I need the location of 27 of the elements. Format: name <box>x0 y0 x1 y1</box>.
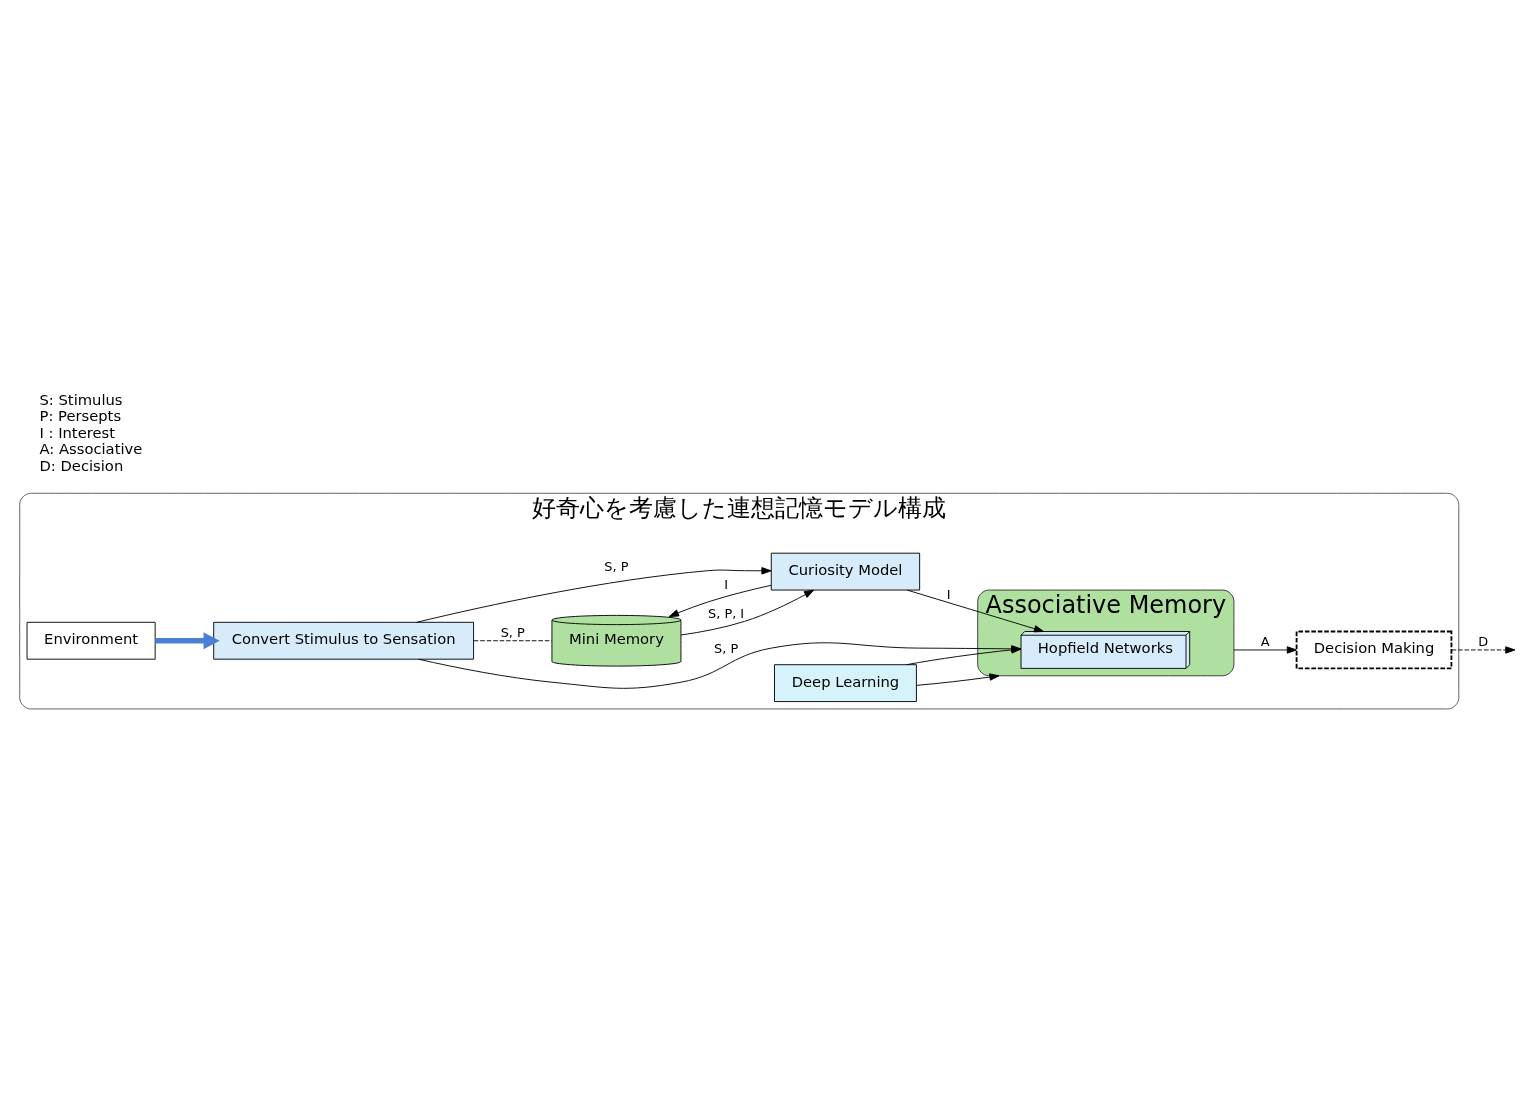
node-box: Decision Making <box>1295 630 1453 669</box>
label: S: Stimulus <box>39 390 123 408</box>
edge-label: S, P <box>604 558 629 574</box>
arrow <box>1451 645 1516 654</box>
edge-label: I <box>946 586 951 602</box>
arrow <box>916 672 1000 686</box>
node-box: Convert Stimulus to Sensation <box>213 621 475 660</box>
arrow <box>1233 645 1297 654</box>
label: D: Decision <box>39 456 124 474</box>
edge-label: S, P, I <box>708 605 745 621</box>
arrow <box>155 631 220 649</box>
arrow <box>906 589 1045 632</box>
arrow <box>680 589 815 635</box>
connector <box>473 639 553 641</box>
node-box: Curiosity Model <box>770 552 921 590</box>
arrow <box>416 566 772 623</box>
label: P: Persepts <box>39 406 122 424</box>
label: A: Associative <box>39 439 143 457</box>
node-box: Deep Learning <box>774 663 917 702</box>
node-box: Environment <box>26 621 156 660</box>
edge-label: D <box>1478 633 1489 649</box>
edge-label: I <box>724 576 729 592</box>
edge-label: S, P <box>714 640 739 656</box>
edge-label: S, P <box>500 624 525 640</box>
edge-label: A <box>1260 633 1270 649</box>
arrow <box>668 584 772 617</box>
label: I : Interest <box>39 423 115 441</box>
